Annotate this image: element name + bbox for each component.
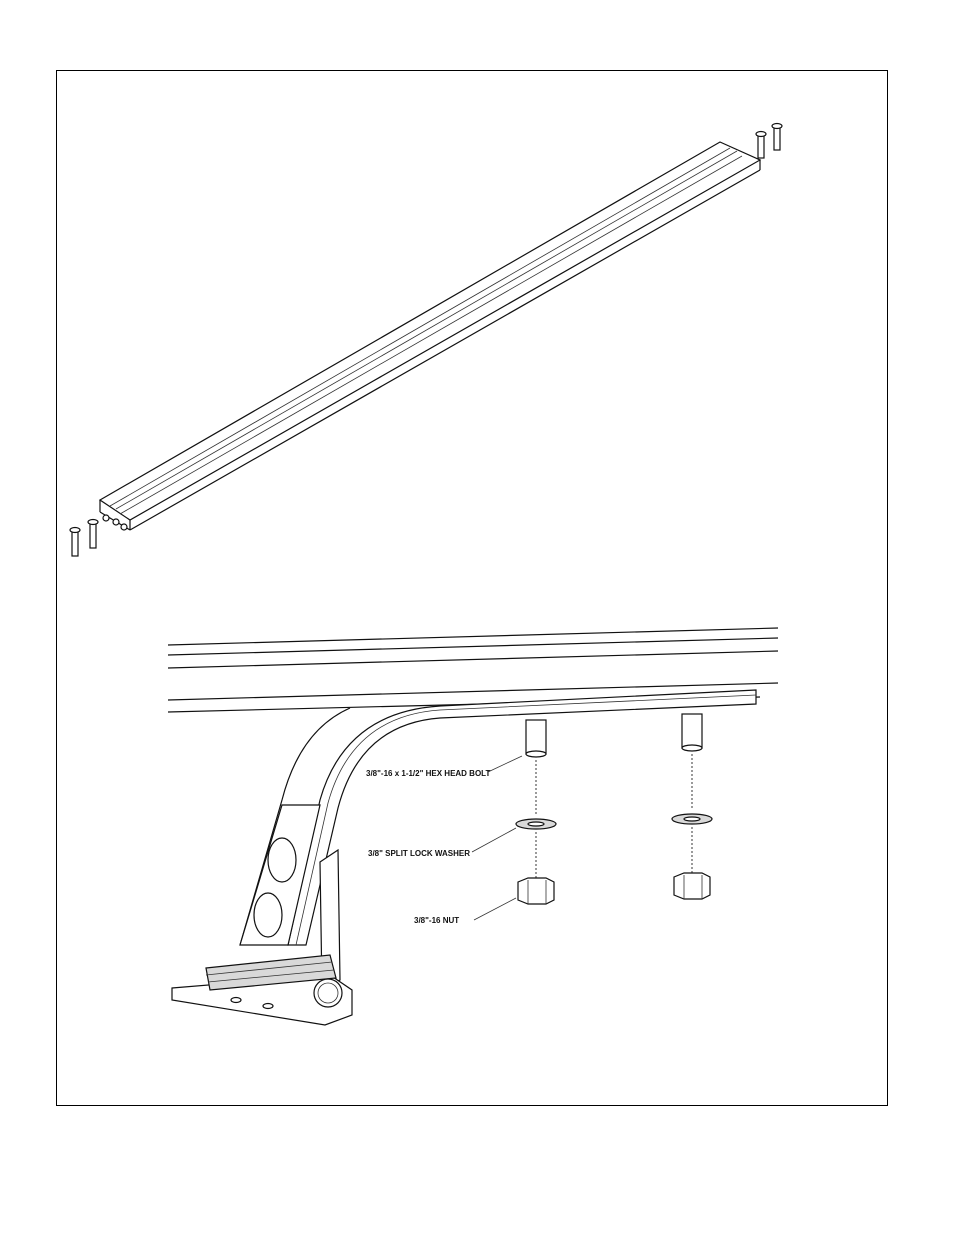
end-bolts-left xyxy=(69,518,99,557)
bolt-right-1 xyxy=(757,133,765,159)
crossbar-body xyxy=(98,141,762,521)
foot-top xyxy=(205,954,337,991)
bracket-hole-lower xyxy=(253,892,283,938)
nut-label: 3/8"-16 NUT xyxy=(414,916,459,925)
washer-label: 3/8" SPLIT LOCK WASHER xyxy=(368,849,470,858)
curved-tube xyxy=(287,689,757,946)
nut-leader xyxy=(473,897,517,921)
figure-frame xyxy=(56,70,888,1106)
nut-1 xyxy=(517,877,555,905)
hex-head-bolt-1 xyxy=(525,719,547,755)
bolt-leader xyxy=(487,755,523,773)
hex-head-bolt-2 xyxy=(681,713,703,749)
bolt-left-2 xyxy=(89,521,97,549)
bolt-label: 3/8"-16 x 1-1/2" HEX HEAD BOLT xyxy=(366,769,490,778)
end-bolts-right xyxy=(755,122,783,159)
hardware-set-2 xyxy=(671,713,713,900)
crossbar-full-view xyxy=(98,141,762,531)
hardware-set-1 xyxy=(515,719,557,905)
washer-leader xyxy=(471,827,517,853)
crossbar-end-left xyxy=(102,514,128,531)
bracket-hole-upper xyxy=(267,837,297,883)
bar-detail-view: 3/8"-16 x 1-1/2" HEX HEAD BOLT 3/8" SPLI… xyxy=(167,627,779,1026)
bolt-left-1 xyxy=(71,529,79,557)
bolt-right-2 xyxy=(773,125,781,151)
nut-2 xyxy=(673,872,711,900)
